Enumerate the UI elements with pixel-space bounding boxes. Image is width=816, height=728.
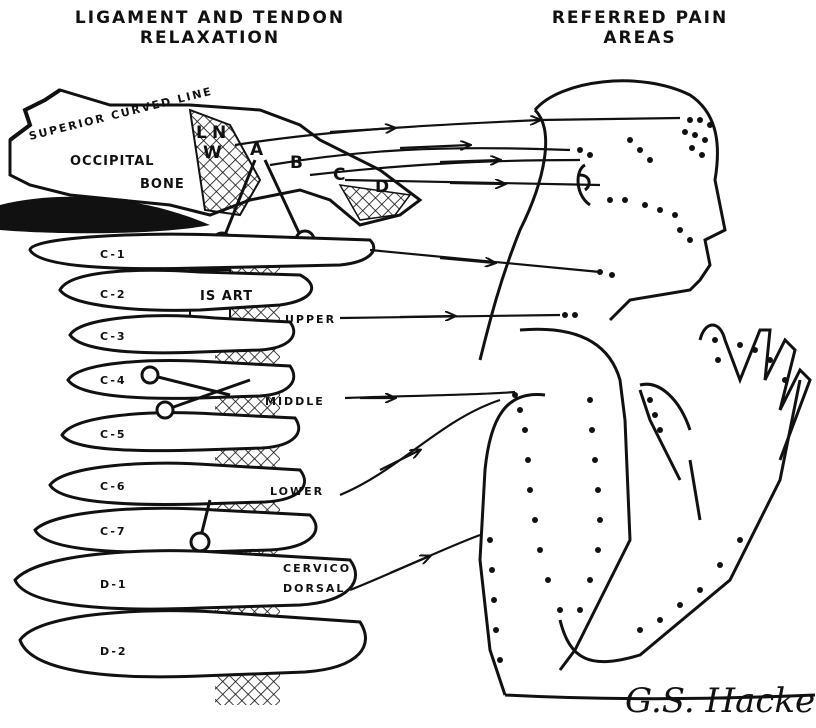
ligament-w-label: W <box>203 143 222 163</box>
vertebra-label: C-2 <box>100 288 127 301</box>
vertebra-c5: C-5 <box>62 413 299 451</box>
point-b-label: B <box>290 153 303 173</box>
vertebra-label: C-5 <box>100 428 127 441</box>
vertebra-c7: C-7 <box>35 508 316 552</box>
human-figure <box>480 81 815 699</box>
occipital-label: OCCIPITAL <box>70 154 155 169</box>
bone-label: BONE <box>140 177 185 192</box>
vertebra-label: C-3 <box>100 330 127 343</box>
occipital-bone: SUPERIOR CURVED LINE OCCIPITAL BONE L N … <box>0 85 420 234</box>
vertebra-d1: D-1 <box>15 551 356 609</box>
vertebra-c2: C-2 <box>60 270 312 310</box>
cervico-label: CERVICO <box>283 562 351 575</box>
vertebra-label: C-6 <box>100 480 127 493</box>
dorsal-label: DORSAL <box>283 582 345 595</box>
vertebra-c4: C-4 <box>68 361 294 399</box>
vertebra-c6: C-6 <box>50 463 305 504</box>
vertebra-label: C-7 <box>100 525 127 538</box>
vertebra-c1: C-1 <box>30 234 374 268</box>
vertebra-d2: D-2 <box>20 611 365 677</box>
ligament-l-label: L <box>196 123 207 143</box>
vertebra-label: C-1 <box>100 248 127 261</box>
is-art-label: IS ART <box>200 289 253 304</box>
vertebra-label: D-2 <box>100 645 128 658</box>
lower-label: LOWER <box>270 485 324 498</box>
ligament-n-label: N <box>212 123 226 143</box>
vertebra-c3: C-3 <box>70 316 294 353</box>
upper-label: UPPER <box>285 313 336 326</box>
middle-label: MIDDLE <box>265 395 325 408</box>
vertebra-label: D-1 <box>100 578 128 591</box>
signature: G.S. Hackett <box>625 681 816 721</box>
vertebra-label: C-4 <box>100 374 127 387</box>
point-c-label: C <box>333 165 345 185</box>
